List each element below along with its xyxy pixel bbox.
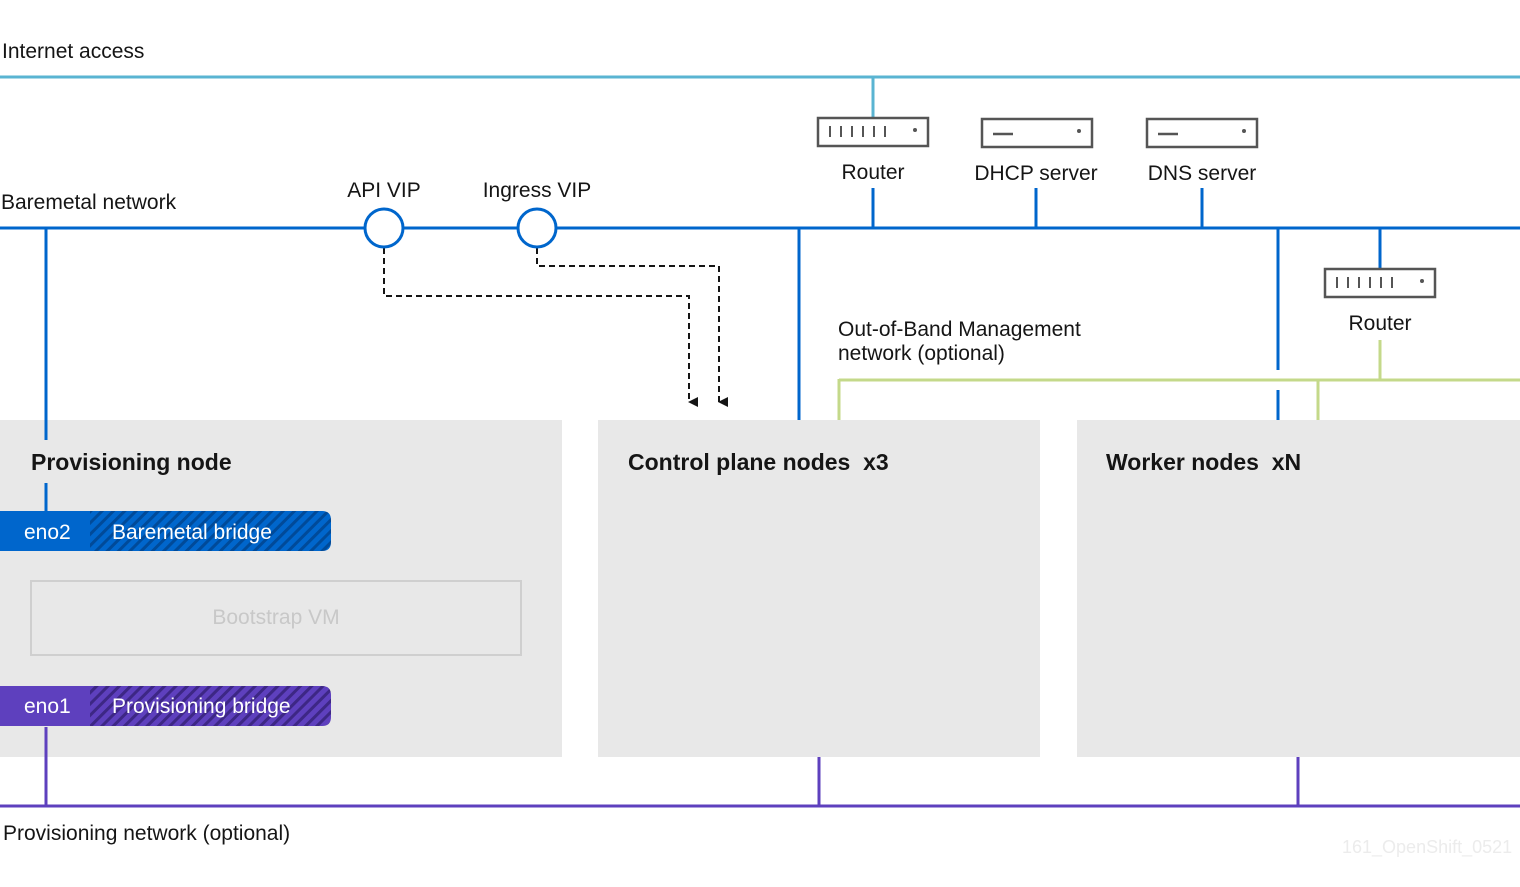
figure-id-watermark: 161_OpenShift_0521	[1342, 837, 1512, 858]
ingress-vip-arrow	[536, 248, 728, 407]
server-icon	[980, 117, 1094, 149]
router-icon	[816, 116, 930, 148]
internet-access-label: Internet access	[2, 40, 144, 63]
provisioning-node-title: Provisioning node	[31, 449, 232, 475]
oob-network-label-line2: network (optional)	[838, 342, 1005, 365]
eno1-label: eno1	[24, 695, 71, 718]
provisioning-bridge-label: Provisioning bridge	[112, 695, 291, 718]
eno2-label: eno2	[24, 521, 71, 544]
bootstrap-vm-label: Bootstrap VM	[212, 606, 339, 629]
bootstrap-vm-box	[30, 580, 522, 656]
dhcp-server-label: DHCP server	[974, 162, 1097, 185]
server-icon	[1145, 117, 1259, 149]
provisioning-bridge	[0, 686, 331, 726]
ingress-vip-circle	[516, 207, 558, 249]
router-label: Router	[841, 161, 904, 184]
router-label: Router	[1348, 312, 1411, 335]
api-vip-arrow	[383, 248, 698, 407]
worker-nodes-title: Worker nodes xN	[1106, 449, 1301, 475]
worker-node-box	[1077, 420, 1520, 757]
control-plane-title: Control plane nodes x3	[628, 449, 889, 475]
router-icon	[1323, 267, 1437, 299]
dns-server-label: DNS server	[1148, 162, 1257, 185]
provisioning-network-label: Provisioning network (optional)	[3, 822, 290, 845]
baremetal-bridge-label: Baremetal bridge	[112, 521, 272, 544]
api-vip-circle	[363, 207, 405, 249]
api-vip-label: API VIP	[347, 179, 421, 202]
control-plane-node-box	[598, 420, 1040, 757]
baremetal-bridge	[0, 511, 331, 551]
baremetal-network-label: Baremetal network	[1, 191, 177, 214]
ingress-vip-label: Ingress VIP	[483, 179, 592, 202]
oob-network-label-line1: Out-of-Band Management	[838, 318, 1081, 341]
